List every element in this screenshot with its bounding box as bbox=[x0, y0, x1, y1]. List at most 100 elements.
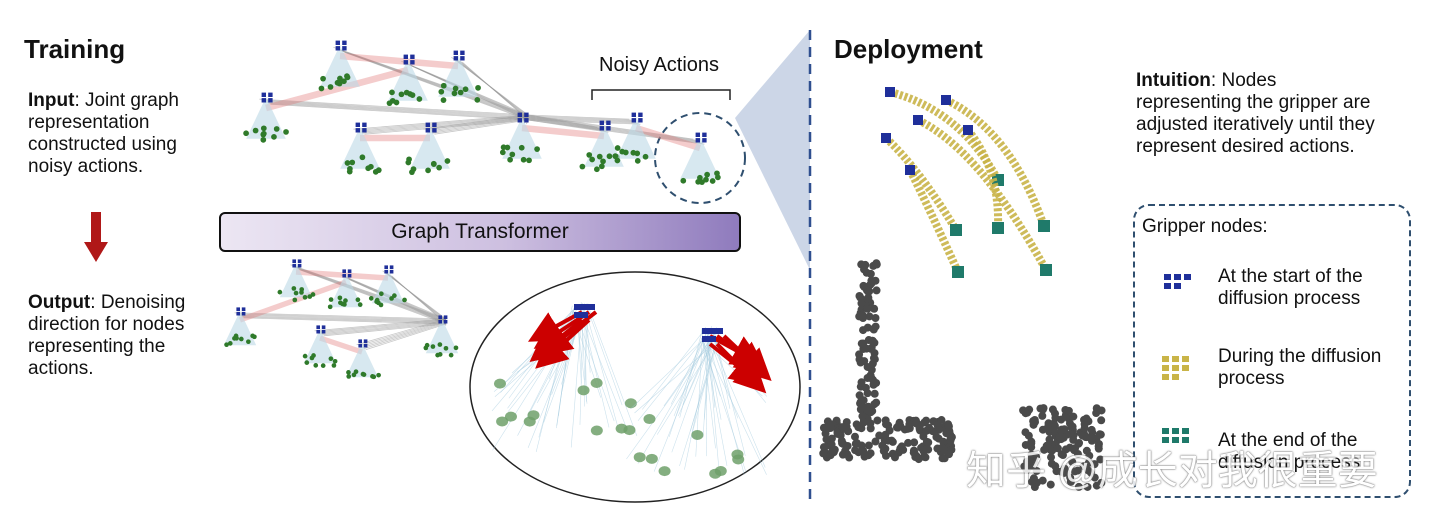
zoom-edge bbox=[702, 342, 721, 397]
pointcloud-point bbox=[870, 389, 879, 398]
gripper-node bbox=[695, 132, 700, 137]
scene-node bbox=[475, 84, 481, 91]
legend-node-icon bbox=[1172, 365, 1179, 371]
zoom-edge bbox=[586, 319, 591, 373]
gripper-node bbox=[599, 120, 604, 125]
pointcloud-point bbox=[866, 424, 875, 433]
pointcloud-point bbox=[1038, 411, 1047, 420]
pointcloud-point bbox=[1069, 412, 1078, 421]
gripper-node bbox=[638, 112, 643, 117]
legend-node-icon bbox=[1162, 428, 1169, 434]
pointcloud-point bbox=[1031, 418, 1040, 427]
cluster-fan bbox=[279, 263, 313, 298]
scene-node bbox=[271, 134, 277, 140]
graph-edge bbox=[238, 314, 447, 322]
trajectory-path bbox=[916, 116, 1050, 272]
scene-node bbox=[349, 159, 356, 166]
pointcloud-point bbox=[1027, 477, 1036, 486]
scene-node bbox=[260, 125, 267, 132]
pointcloud-point bbox=[1097, 416, 1106, 425]
scene-node bbox=[318, 85, 325, 92]
output-label: Output bbox=[28, 292, 91, 313]
scene-node bbox=[409, 92, 416, 98]
gripper-node bbox=[389, 265, 394, 269]
scene-node bbox=[365, 165, 372, 172]
zoom-edge bbox=[578, 321, 615, 422]
legend-node-icon bbox=[1174, 283, 1181, 289]
pointcloud-point bbox=[1090, 473, 1099, 482]
intuition-description: Intuition: Nodes representing the grippe… bbox=[1136, 70, 1386, 158]
graph-edge bbox=[527, 115, 696, 141]
zoom-edge bbox=[706, 339, 708, 457]
pointcloud-point bbox=[1095, 430, 1104, 439]
pointcloud-point bbox=[1057, 415, 1066, 424]
gripper-node bbox=[321, 325, 326, 329]
scene-node bbox=[293, 290, 299, 296]
graph-edge bbox=[425, 115, 529, 131]
scene-node bbox=[714, 170, 720, 177]
zoom-scene-node bbox=[527, 410, 540, 421]
zoom-gripper-node bbox=[716, 328, 723, 334]
scene-node bbox=[392, 293, 397, 298]
gripper-node bbox=[268, 92, 273, 97]
gripper-node bbox=[425, 122, 430, 127]
scene-node bbox=[299, 287, 305, 292]
denoising-arrow bbox=[535, 318, 591, 369]
pointcloud-point bbox=[866, 449, 875, 458]
pointcloud-point bbox=[863, 389, 872, 398]
pointcloud-point bbox=[1071, 467, 1080, 476]
gripper-node bbox=[363, 343, 368, 348]
graph-edge bbox=[527, 118, 703, 144]
scene-node bbox=[393, 99, 400, 106]
gripper-node bbox=[236, 307, 240, 311]
pointcloud-point bbox=[1032, 452, 1041, 461]
zoom-edge bbox=[653, 325, 713, 472]
scene-node bbox=[438, 88, 445, 95]
scene-node bbox=[589, 156, 595, 163]
zoom-edge bbox=[679, 340, 719, 467]
legend-node-icon bbox=[1182, 356, 1189, 362]
gripper-node bbox=[460, 50, 465, 55]
zoom-scene-node bbox=[496, 416, 509, 427]
pointcloud-point bbox=[1064, 406, 1073, 415]
scene-node bbox=[430, 161, 437, 168]
pointcloud-point bbox=[1096, 455, 1105, 464]
scene-node bbox=[273, 126, 280, 132]
scene-node bbox=[327, 304, 333, 310]
scene-node bbox=[402, 297, 407, 303]
gripper-node bbox=[342, 40, 347, 45]
pointcloud-point bbox=[872, 286, 881, 295]
cluster-fan bbox=[388, 59, 428, 101]
zoom-scene-node bbox=[714, 466, 727, 477]
scene-node bbox=[606, 153, 613, 160]
gripper-node bbox=[638, 118, 643, 123]
scene-node bbox=[386, 100, 393, 107]
pointcloud-point bbox=[1032, 466, 1041, 475]
pointcloud-point bbox=[822, 435, 831, 444]
pointcloud-point bbox=[852, 420, 861, 429]
denoising-arrow bbox=[715, 342, 767, 394]
scene-node bbox=[586, 152, 593, 158]
trajectory-end-node bbox=[1040, 264, 1052, 276]
scene-node bbox=[440, 82, 447, 89]
scene-node bbox=[526, 157, 532, 164]
gripper-node bbox=[403, 54, 408, 59]
scene-node bbox=[328, 297, 334, 302]
pointcloud-point bbox=[864, 441, 873, 450]
trajectory-end-node bbox=[950, 224, 962, 236]
scene-node bbox=[614, 145, 621, 151]
pointcloud-point bbox=[904, 438, 913, 447]
zoom-edge bbox=[580, 306, 610, 428]
pointcloud-point bbox=[838, 450, 847, 459]
scene-node bbox=[389, 296, 394, 301]
scene-node bbox=[304, 360, 310, 365]
pointcloud-point bbox=[1087, 425, 1096, 434]
gripper-node bbox=[384, 265, 388, 269]
cluster-fan bbox=[680, 137, 720, 179]
legend-node-icon bbox=[1172, 437, 1179, 443]
scene-node bbox=[443, 345, 449, 351]
scene-node bbox=[453, 345, 459, 351]
zoom-gripper-node bbox=[574, 312, 581, 318]
pointcloud-point bbox=[1057, 426, 1066, 435]
scene-node bbox=[599, 163, 605, 170]
